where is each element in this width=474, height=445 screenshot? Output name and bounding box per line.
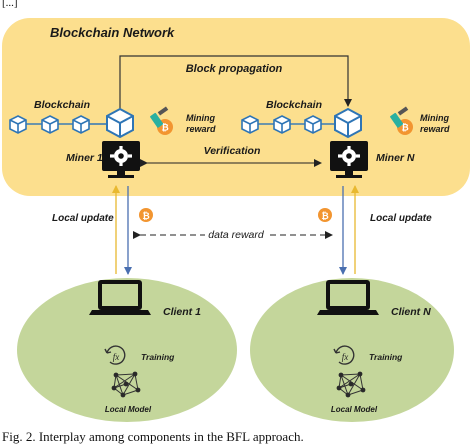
client-1-region [17, 278, 237, 422]
mining-reward-left-line1: Mining [186, 113, 215, 123]
mining-reward-right-line1: Mining [420, 113, 449, 123]
local-update-right-label: Local update [370, 213, 432, 224]
local-update-left-label: Local update [52, 213, 114, 224]
blockchain-left-label: Blockchain [34, 99, 90, 111]
training-left-label: Training [141, 352, 175, 362]
bitcoin-coin-icon [139, 208, 153, 222]
client-1-label: Client 1 [163, 306, 201, 318]
mining-reward-right-line2: reward [420, 124, 450, 134]
data-reward-label: data reward [208, 229, 265, 241]
figure-caption: Fig. 2. Interplay among components in th… [2, 429, 304, 444]
miner-1-label: Miner 1 [66, 152, 103, 164]
local-model-left-label: Local Model [105, 405, 152, 414]
blockchain-left-chain [9, 108, 134, 138]
client-n-label: Client N [391, 306, 431, 318]
local-model-right-label: Local Model [331, 405, 378, 414]
block-icon [304, 115, 322, 134]
block-icon [273, 115, 291, 134]
blockchain-right-label: Blockchain [266, 99, 322, 111]
bitcoin-coin-glyph: ₿ [142, 211, 149, 221]
training-right-label: Training [369, 352, 403, 362]
block-propagation-arrow [119, 55, 352, 114]
mining-reward-left-line2: reward [186, 124, 216, 134]
block-icon [72, 115, 90, 134]
network-title: Blockchain Network [50, 25, 175, 40]
block-icon [41, 115, 59, 134]
new-block-icon [334, 108, 362, 138]
bitcoin-coin-glyph: ₿ [321, 211, 328, 221]
top-fragment: [...] [2, 0, 18, 9]
miner-n-label: Miner N [376, 152, 415, 164]
block-icon [241, 115, 259, 134]
verification-label: Verification [204, 145, 261, 157]
blockchain-right-chain [241, 108, 362, 138]
new-block-icon [106, 108, 134, 138]
block-icon [9, 115, 27, 134]
block-propagation-label: Block propagation [186, 63, 283, 75]
bitcoin-coin-icon [318, 208, 332, 222]
